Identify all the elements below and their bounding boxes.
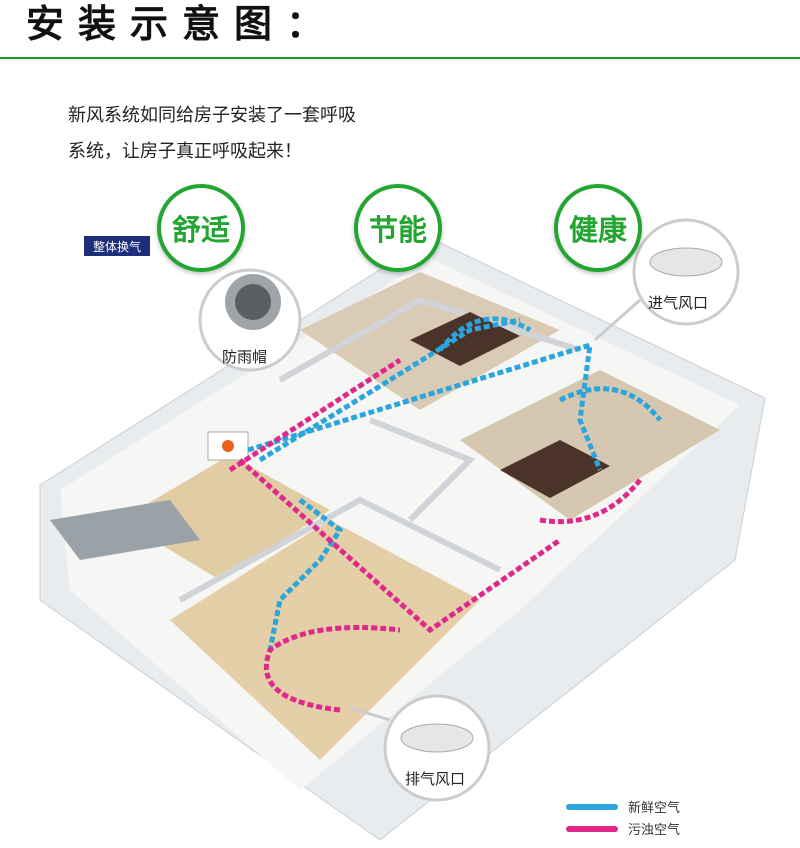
hall-floor xyxy=(120,455,330,580)
badge-comfort: 舒适 xyxy=(157,184,245,272)
badge-health: 健康 xyxy=(554,184,642,272)
fresh-air-swatch xyxy=(566,803,618,810)
page-title: 安装示意图： xyxy=(26,2,339,46)
outlet-label: 排气风口 xyxy=(405,770,466,788)
fresh-air-duct xyxy=(247,341,603,471)
legend-label: 新鲜空气 xyxy=(628,801,681,816)
legend-fresh-air: 新鲜空气 xyxy=(566,797,680,816)
exhaust-air-duct xyxy=(238,458,562,634)
badge-energy-saving: 节能 xyxy=(354,184,442,272)
whole-house-ventilation-tag: 整体换气 xyxy=(84,236,150,256)
inlet-label: 进气风口 xyxy=(648,294,709,312)
ventilator-unit xyxy=(50,500,200,560)
subtitle-line-1: 新风系统如同给房子安装了一套呼吸 xyxy=(68,105,356,126)
subtitle-line-2: 系统，让房子真正呼吸起来！ xyxy=(68,141,302,162)
legend-exhaust-air: 污浊空气 xyxy=(566,819,680,838)
legend-label: 污浊空气 xyxy=(628,823,681,838)
exhaust-air-swatch xyxy=(566,825,618,832)
divider xyxy=(0,57,800,59)
living-floor xyxy=(170,520,480,760)
rain-cap-label: 防雨帽 xyxy=(222,348,268,366)
